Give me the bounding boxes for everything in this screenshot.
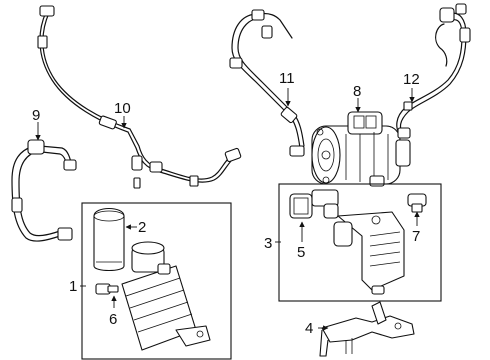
leader-lines bbox=[35, 88, 420, 331]
callout-11: 11 bbox=[279, 70, 295, 87]
refrigerant-hose-9 bbox=[11, 139, 77, 242]
oil-cooler-assembly bbox=[121, 241, 211, 351]
callout-6: 6 bbox=[109, 311, 117, 328]
callout-3: 3 bbox=[264, 235, 272, 252]
callout-9: 9 bbox=[32, 107, 40, 124]
group-box-3 bbox=[278, 183, 442, 302]
callout-10: 10 bbox=[114, 100, 131, 117]
group-box-1 bbox=[81, 202, 232, 360]
sensor-6 bbox=[95, 283, 119, 295]
suction-line-11 bbox=[229, 9, 305, 157]
receiver-drier-2 bbox=[93, 207, 125, 272]
ac-compressor-8 bbox=[311, 111, 411, 187]
bracket-assembly bbox=[333, 211, 405, 295]
sensor-7 bbox=[407, 193, 427, 213]
callout-1: 1 bbox=[69, 278, 77, 295]
callout-labels: 1 2 3 4 5 6 7 8 9 10 11 12 bbox=[32, 70, 420, 337]
discharge-line-12 bbox=[396, 3, 471, 139]
callout-2: 2 bbox=[138, 219, 146, 236]
refrigerant-line-10 bbox=[37, 5, 242, 189]
fitting-top bbox=[39, 5, 55, 17]
callout-4: 4 bbox=[305, 320, 313, 337]
mounting-bracket-4 bbox=[319, 301, 415, 357]
callout-12: 12 bbox=[403, 71, 420, 88]
callout-7: 7 bbox=[412, 228, 420, 245]
valve-5 bbox=[289, 189, 339, 219]
callout-8: 8 bbox=[353, 83, 361, 100]
callout-5: 5 bbox=[297, 244, 305, 261]
